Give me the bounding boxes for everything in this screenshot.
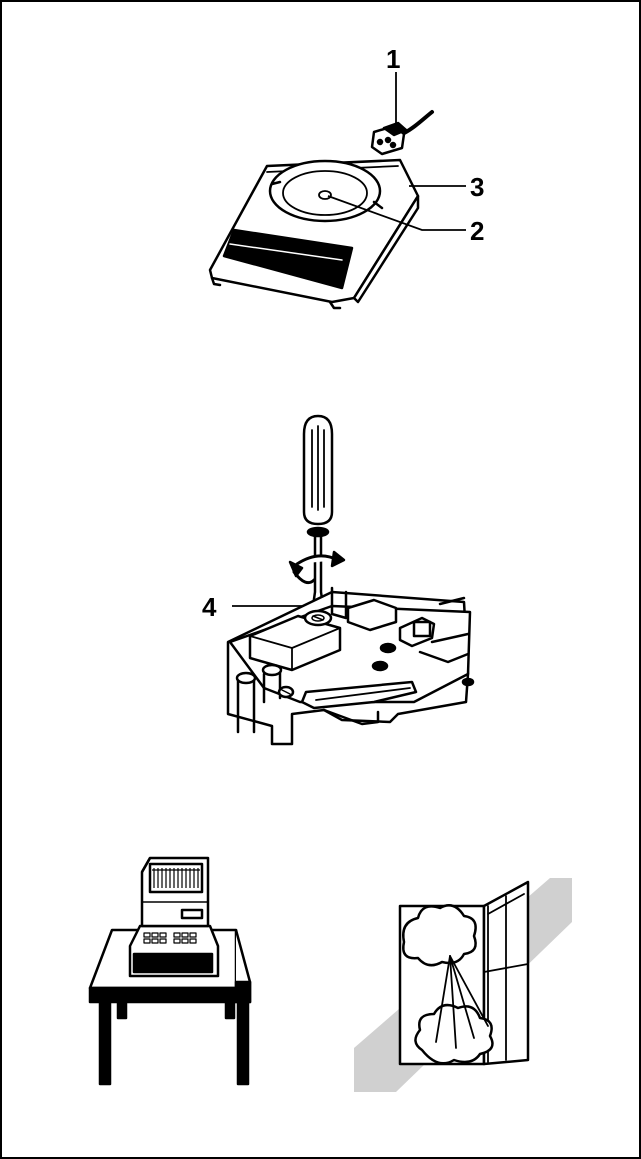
power-plug bbox=[370, 121, 408, 156]
avoid-drafts-icon bbox=[354, 878, 572, 1092]
adjustment-block bbox=[248, 614, 342, 672]
balance-leaders bbox=[327, 72, 466, 231]
callout-2: 2 bbox=[470, 216, 485, 246]
screwdriver-shaft bbox=[311, 534, 325, 608]
balance-figure bbox=[208, 110, 434, 310]
balance-on-table-icon bbox=[88, 856, 252, 1086]
adjustment-figure bbox=[226, 414, 475, 746]
callout-3: 3 bbox=[470, 172, 485, 202]
callout-1: 1 bbox=[386, 44, 401, 74]
balance-display bbox=[222, 228, 354, 290]
callout-4: 4 bbox=[202, 592, 217, 622]
